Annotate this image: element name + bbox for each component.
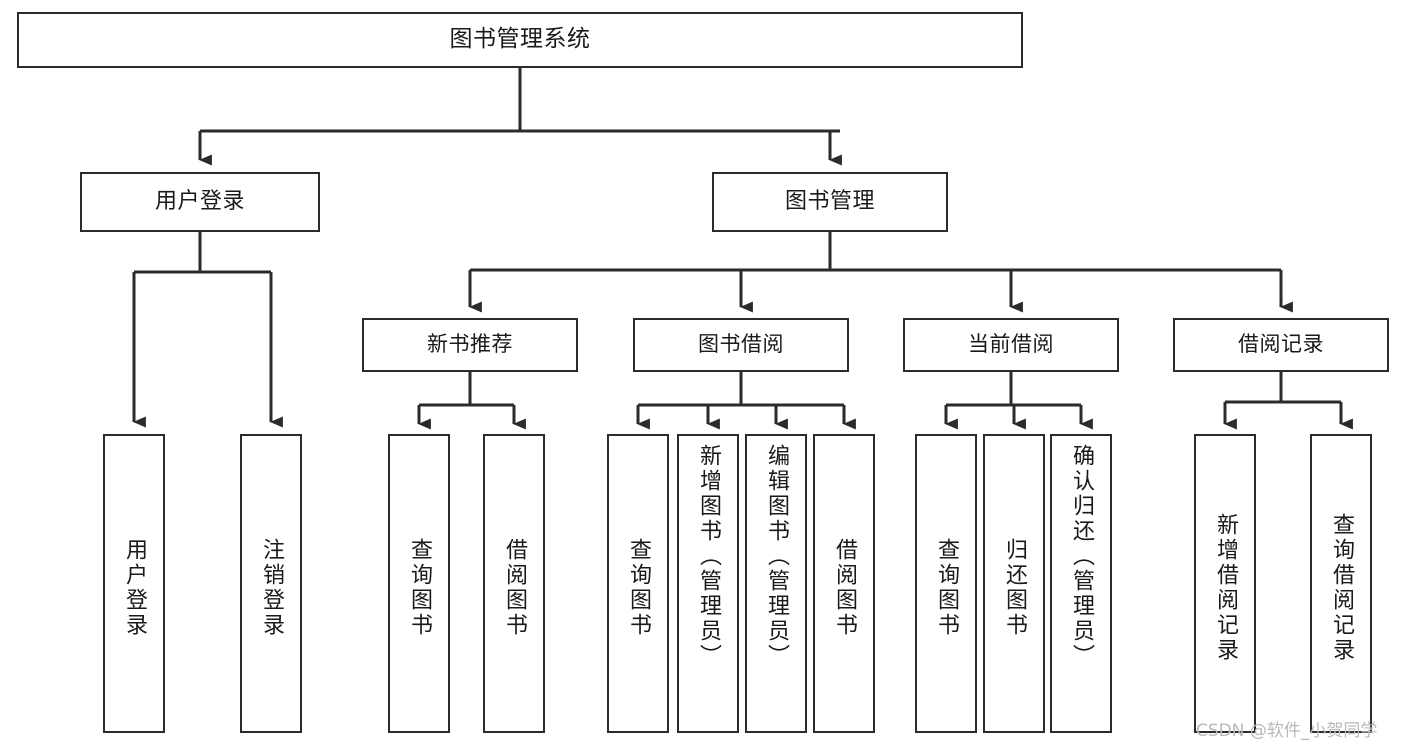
node-root-system-label: 图书管理系统 bbox=[449, 26, 591, 53]
node-leaf-return-book-label: 归还图书 bbox=[1002, 537, 1027, 638]
node-leaf-add-book-admin[interactable]: 新增图书（管理员） bbox=[677, 434, 739, 733]
node-borrow-record-label: 借阅记录 bbox=[1238, 332, 1324, 357]
node-book-manage-label: 图书管理 bbox=[784, 188, 875, 214]
node-leaf-borrow-book-recommend-label: 借阅图书 bbox=[502, 537, 527, 638]
node-leaf-add-borrow-record-label: 新增借阅记录 bbox=[1213, 512, 1238, 663]
node-leaf-query-borrow-record[interactable]: 查询借阅记录 bbox=[1310, 434, 1372, 733]
node-book-borrow[interactable]: 图书借阅 bbox=[633, 318, 849, 372]
node-user-login-label: 用户登录 bbox=[154, 188, 245, 214]
node-leaf-user-login-label: 用户登录 bbox=[122, 537, 147, 638]
node-root-system[interactable]: 图书管理系统 bbox=[17, 12, 1023, 68]
node-leaf-user-login[interactable]: 用户登录 bbox=[103, 434, 165, 733]
node-leaf-query-borrow-record-label: 查询借阅记录 bbox=[1329, 512, 1354, 663]
node-leaf-add-borrow-record[interactable]: 新增借阅记录 bbox=[1194, 434, 1256, 733]
node-leaf-add-book-admin-label: 新增图书（管理员） bbox=[696, 444, 721, 669]
node-leaf-logout-login-label: 注销登录 bbox=[259, 537, 284, 638]
node-current-borrow-label: 当前借阅 bbox=[968, 332, 1054, 357]
node-leaf-query-book-recommend-label: 查询图书 bbox=[407, 537, 432, 638]
node-current-borrow[interactable]: 当前借阅 bbox=[903, 318, 1119, 372]
node-leaf-query-book-borrow-label: 查询图书 bbox=[626, 537, 651, 638]
node-leaf-borrow-book-recommend[interactable]: 借阅图书 bbox=[483, 434, 545, 733]
node-leaf-borrow-book-borrow-label: 借阅图书 bbox=[832, 537, 857, 638]
node-book-borrow-label: 图书借阅 bbox=[698, 332, 784, 357]
node-leaf-query-book-borrow[interactable]: 查询图书 bbox=[607, 434, 669, 733]
node-leaf-logout-login[interactable]: 注销登录 bbox=[240, 434, 302, 733]
node-user-login[interactable]: 用户登录 bbox=[80, 172, 320, 232]
node-leaf-query-book-current[interactable]: 查询图书 bbox=[915, 434, 977, 733]
node-leaf-edit-book-admin-label: 编辑图书（管理员） bbox=[764, 444, 789, 669]
csdn-watermark: CSDN @软件_小贺同学 bbox=[1196, 721, 1378, 741]
node-new-book-recommend-label: 新书推荐 bbox=[427, 332, 513, 357]
node-leaf-confirm-return-admin[interactable]: 确认归还（管理员） bbox=[1050, 434, 1112, 733]
node-leaf-borrow-book-borrow[interactable]: 借阅图书 bbox=[813, 434, 875, 733]
node-leaf-edit-book-admin[interactable]: 编辑图书（管理员） bbox=[745, 434, 807, 733]
node-new-book-recommend[interactable]: 新书推荐 bbox=[362, 318, 578, 372]
node-leaf-query-book-recommend[interactable]: 查询图书 bbox=[388, 434, 450, 733]
node-leaf-return-book[interactable]: 归还图书 bbox=[983, 434, 1045, 733]
node-book-manage[interactable]: 图书管理 bbox=[712, 172, 948, 232]
node-leaf-query-book-current-label: 查询图书 bbox=[934, 537, 959, 638]
node-leaf-confirm-return-admin-label: 确认归还（管理员） bbox=[1069, 444, 1094, 669]
node-borrow-record[interactable]: 借阅记录 bbox=[1173, 318, 1389, 372]
